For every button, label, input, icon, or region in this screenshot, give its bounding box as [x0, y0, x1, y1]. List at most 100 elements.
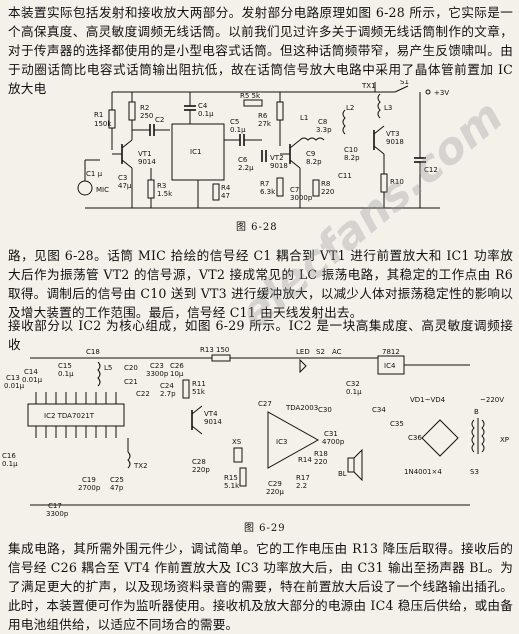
c27-label: C27 — [258, 400, 272, 408]
c31-value: 4700p — [322, 438, 345, 446]
c34-label: C34 — [372, 406, 386, 414]
c2-label: C2 — [155, 116, 164, 124]
c13-value: 0.01μ — [4, 382, 25, 390]
r2-label: R2 — [140, 104, 149, 112]
r13-label: R13 150 — [200, 346, 229, 354]
r4-label: R4 — [221, 184, 231, 192]
c28-label: C28 — [192, 458, 206, 466]
tx2-label: TX2 — [133, 462, 148, 470]
c36-label: C36 — [408, 434, 422, 442]
c25-label: C25 — [110, 476, 124, 484]
vt2-part: 9018 — [270, 162, 288, 170]
ic2-label: IC2 TDA7021T — [44, 412, 95, 420]
r3-value: 1.5k — [157, 190, 173, 198]
vt2-label: VT2 — [270, 154, 284, 162]
c18-label: C18 — [86, 348, 100, 356]
r10-label: R10 — [390, 178, 404, 186]
c24-value: 2.7p — [160, 390, 176, 398]
l3-label: L3 — [384, 104, 392, 112]
r18-label: R18 — [314, 450, 328, 458]
transformer-label: B — [474, 408, 479, 416]
r15-value: 5.1k — [224, 482, 240, 490]
c4-value: 0.1μ — [198, 110, 214, 118]
r1-value: 150k — [94, 120, 112, 128]
c26-value: 10μ — [170, 370, 184, 378]
r1-label: R1 — [94, 111, 103, 119]
c35-label: C35 — [390, 420, 404, 428]
c3-value: 47μ — [118, 182, 132, 190]
r8-value: 220 — [321, 188, 334, 196]
figure-6-28-transmitter-circuit: MIC C1 μ R1 150k VT1 9014 R2 250 C2 C3 4… — [77, 80, 449, 209]
c13-label: C13 — [6, 374, 20, 382]
r14-label: R14 — [298, 456, 312, 464]
c24-label: C24 — [160, 382, 174, 390]
c14-label: C14 — [24, 368, 38, 376]
r17-value: 2.2 — [296, 482, 307, 490]
l1-label: L1 — [300, 114, 308, 122]
c8-value: 3.3p — [316, 126, 332, 134]
r15-label: R15 — [224, 474, 238, 482]
vt3-label: VT3 — [386, 130, 400, 138]
c14-value: 0.01μ — [22, 376, 43, 384]
ic4-part: 7812 — [382, 348, 400, 356]
c5-label: C5 — [230, 118, 239, 126]
c1-label: C1 μ — [86, 170, 103, 178]
vt1-part: 9014 — [138, 158, 156, 166]
ic4-label: IC4 — [384, 362, 396, 370]
c9-value: 8.2p — [306, 158, 322, 166]
c15-label: C15 — [58, 362, 72, 370]
c7-value: 3000p — [290, 194, 313, 202]
c32-label: C32 — [346, 380, 360, 388]
c22-label: C22 — [136, 390, 150, 398]
c4-label: C4 — [198, 102, 208, 110]
c6-label: C6 — [238, 156, 248, 164]
c31-label: C31 — [324, 430, 338, 438]
c10-label: C10 — [344, 146, 358, 154]
c16-label: C16 — [2, 452, 16, 460]
c28-value: 220p — [192, 466, 210, 474]
c10-value: 8.2p — [344, 154, 360, 162]
r6-value: 27k — [258, 120, 272, 128]
ic3-label: IC3 — [276, 438, 287, 446]
c19-value: 2700p — [78, 484, 101, 492]
c11-label: C11 — [338, 172, 352, 180]
s3-label: S3 — [470, 468, 479, 476]
r3-label: R3 — [157, 182, 166, 190]
r7-value: 6.3k — [260, 188, 276, 196]
l5-label: L5 — [104, 364, 112, 372]
c20-label: C20 — [124, 364, 138, 372]
bridge-part: 1N4001×4 — [404, 468, 442, 476]
c16-value: 0.1μ — [2, 460, 18, 468]
r7-label: R7 — [260, 180, 269, 188]
c23-label: C23 — [150, 362, 164, 370]
c15-value: 0.1μ — [58, 370, 74, 378]
c29-label: C29 — [268, 480, 282, 488]
xs-label: XS — [232, 438, 242, 446]
vt4-label: VT4 — [204, 410, 218, 418]
c21-label: C21 — [124, 378, 138, 386]
vt1-label: VT1 — [138, 150, 152, 158]
bridge-label: VD1~VD4 — [410, 396, 446, 404]
plug-label: XP — [500, 436, 509, 444]
c9-label: C9 — [306, 150, 315, 158]
c25-value: 47p — [110, 484, 124, 492]
c3-label: C3 — [118, 174, 127, 182]
r4-value: 47 — [221, 192, 230, 200]
ac-label: AC — [332, 348, 342, 356]
c19-label: C19 — [82, 476, 96, 484]
r18-value: 220 — [314, 458, 327, 466]
c12-label: C12 — [424, 166, 438, 174]
l2-label: L2 — [346, 104, 354, 112]
figure-caption: 图 6-28 — [236, 222, 278, 233]
r11-label: R11 — [192, 380, 206, 388]
tx1-label: TX1 — [361, 82, 376, 90]
paragraph-intro: 本装置实际包括发射和接收放大两部分。发射部分电路原理如图 6-28 所示，它实际… — [8, 5, 513, 96]
c30-label: C30 — [318, 406, 332, 414]
r6-label: R6 — [258, 112, 268, 120]
vt3-part: 9018 — [386, 138, 404, 146]
c8-label: C8 — [318, 118, 327, 126]
c29-value: 220μ — [266, 488, 284, 496]
s1-label: S1 — [400, 80, 409, 86]
c17-value: 3300p — [46, 510, 69, 518]
mic-label: MIC — [96, 186, 109, 194]
